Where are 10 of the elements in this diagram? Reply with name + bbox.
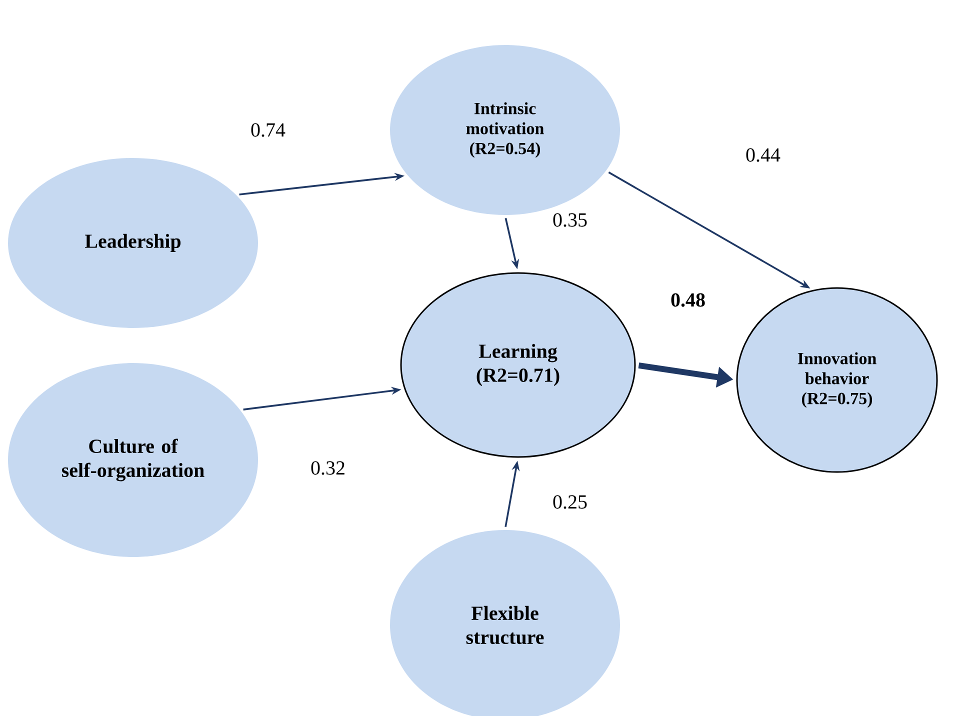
edge-label: 0.25	[552, 494, 588, 510]
edge-label: 0.32	[310, 460, 346, 476]
edge-label: 0.48	[670, 292, 706, 308]
ellipse-node: Learning (R2=0.71)	[400, 272, 636, 458]
edge-label: 0.44	[744, 147, 782, 163]
ellipse-node: Culture of self-organization	[8, 363, 258, 557]
ellipse-node: Leadership	[8, 158, 258, 328]
edge-label: 0.35	[552, 212, 588, 228]
ellipse-node: Innovation behavior (R2=0.75)	[736, 287, 938, 473]
edge-label: 0.74	[250, 122, 286, 138]
